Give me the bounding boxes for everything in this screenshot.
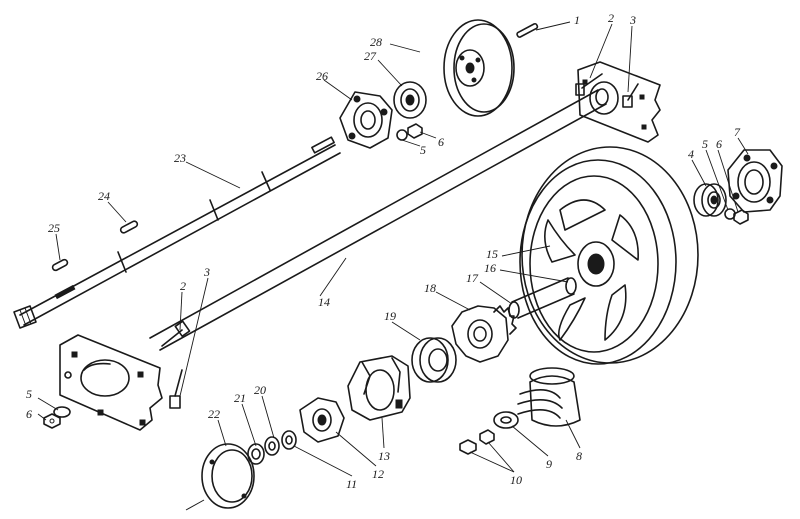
washer-5-top — [396, 129, 408, 141]
left-mounting-plate — [59, 334, 163, 431]
callout-15: 15 — [486, 247, 498, 261]
callout-labels: 1 2 3 28 27 26 5 6 23 24 25 14 2 3 5 6 4… — [26, 11, 741, 491]
washer-9 — [493, 411, 519, 429]
callout-25: 25 — [48, 221, 60, 235]
bearing-19 — [411, 337, 457, 383]
callout-21: 21 — [234, 391, 246, 405]
sprocket-18 — [451, 305, 517, 363]
callout-2-left: 2 — [180, 279, 186, 293]
callout-12: 12 — [372, 467, 384, 481]
callout-3-top: 3 — [629, 13, 636, 27]
callout-5-left: 5 — [26, 387, 32, 401]
callout-6-right: 6 — [716, 137, 722, 151]
callout-7: 7 — [734, 125, 741, 139]
nut-10b — [459, 439, 477, 455]
left-bolt-2 — [161, 320, 191, 347]
cover-22 — [185, 443, 255, 511]
leader-lines — [37, 21, 749, 477]
callout-23: 23 — [174, 151, 186, 165]
callout-5-right: 5 — [702, 137, 708, 151]
callout-14: 14 — [318, 295, 330, 309]
bearing-27 — [393, 81, 427, 119]
callout-6-left: 6 — [26, 407, 32, 421]
washer-20 — [264, 436, 280, 456]
callout-10: 10 — [510, 473, 522, 487]
bearing-housing-26 — [339, 91, 393, 149]
pin-1 — [516, 22, 539, 38]
pulley-28 — [443, 19, 515, 117]
hub-12 — [299, 397, 345, 443]
callout-24: 24 — [98, 189, 110, 203]
coupling-13 — [347, 355, 411, 421]
washer-11 — [281, 430, 297, 450]
nut-6-top — [407, 123, 423, 139]
left-nut-6 — [43, 413, 61, 429]
left-bolt-3 — [169, 369, 183, 409]
callout-17: 17 — [466, 271, 479, 285]
callout-1: 1 — [574, 13, 580, 27]
callout-13: 13 — [378, 449, 390, 463]
callout-27: 27 — [364, 49, 377, 63]
left-washer-5 — [53, 406, 71, 418]
right-bolt-3 — [622, 83, 639, 108]
callout-26: 26 — [316, 69, 328, 83]
callout-20: 20 — [254, 383, 266, 397]
callout-3-left: 3 — [203, 265, 210, 279]
callout-18: 18 — [424, 281, 436, 295]
key-24 — [119, 220, 139, 234]
callout-11: 11 — [346, 477, 357, 491]
callout-2-top: 2 — [608, 11, 614, 25]
callout-5-top: 5 — [420, 143, 426, 157]
callout-19: 19 — [384, 309, 396, 323]
callout-22: 22 — [208, 407, 220, 421]
right-mounting-plate — [577, 61, 661, 143]
spring-8 — [517, 367, 581, 427]
callout-28: 28 — [370, 35, 382, 49]
bearing-4 — [693, 183, 727, 217]
washer-21 — [247, 443, 265, 465]
housing-7 — [727, 149, 783, 213]
callout-6-top: 6 — [438, 135, 444, 149]
callout-9: 9 — [546, 457, 552, 471]
callout-16: 16 — [484, 261, 496, 275]
large-wheel-15 — [519, 146, 699, 365]
main-shaft-14 — [149, 88, 609, 351]
key-25 — [51, 258, 69, 272]
callout-4: 4 — [688, 147, 694, 161]
right-bolt-2 — [575, 73, 603, 96]
shaft-23 — [13, 136, 341, 329]
nut-10a — [479, 429, 495, 445]
callout-8: 8 — [576, 449, 582, 463]
